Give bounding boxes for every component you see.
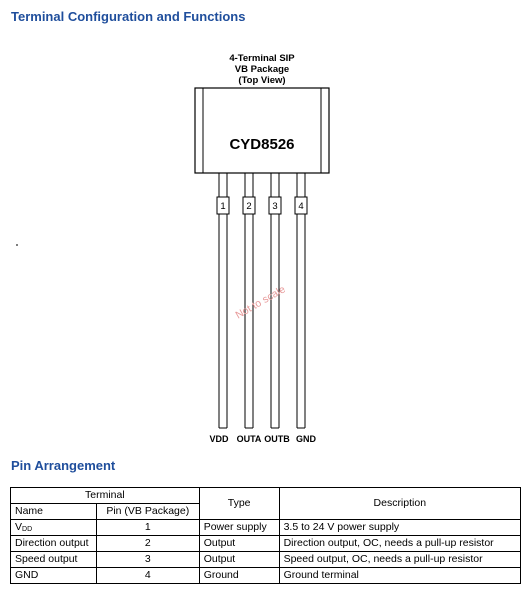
cell-name-subscript: DD: [22, 526, 33, 533]
pin-number-4: 4: [298, 201, 303, 212]
cell-pin: 1: [95, 519, 200, 536]
cell-description: Ground terminal: [278, 567, 522, 584]
table-row: GND 4 Ground Ground terminal: [10, 567, 522, 584]
table-row: Speed output 3 Output Speed output, OC, …: [10, 551, 522, 568]
stray-dot: [16, 244, 18, 246]
cell-type: Output: [198, 535, 280, 552]
cell-name: GND: [10, 567, 97, 584]
pin-number-1: 1: [220, 201, 225, 212]
chip-body: [194, 87, 330, 174]
pin-name-4: GND: [296, 434, 317, 444]
cell-type: Power supply: [198, 519, 280, 536]
cell-type: Output: [198, 551, 280, 568]
package-caption-line3: (Top View): [238, 75, 285, 86]
chip-name: CYD8526: [229, 136, 294, 153]
cell-name: VDD: [10, 519, 97, 536]
header-type: Type: [198, 487, 280, 520]
cell-type: Ground: [198, 567, 280, 584]
cell-pin: 3: [95, 551, 200, 568]
table-row: VDD 1 Power supply 3.5 to 24 V power sup…: [10, 519, 522, 536]
pin-name-1: VDD: [209, 434, 229, 444]
cell-description: Speed output, OC, needs a pull-up resist…: [278, 551, 522, 568]
not-to-scale-watermark: Not to scale: [233, 283, 287, 321]
table-header-row: Terminal Type Description: [10, 487, 522, 520]
header-description: Description: [278, 487, 522, 520]
cell-name: Direction output: [10, 535, 97, 552]
package-caption-line1: 4-Terminal SIP: [229, 53, 295, 64]
pin-lead-2: [242, 173, 256, 429]
pin-lead-3: [268, 173, 282, 429]
cell-description: Direction output, OC, needs a pull-up re…: [278, 535, 522, 552]
section-heading-terminal-config: Terminal Configuration and Functions: [11, 9, 246, 24]
table-row: Direction output 2 Output Direction outp…: [10, 535, 522, 552]
pin-name-2: OUTA: [237, 434, 262, 444]
package-caption-line2: VB Package: [235, 64, 289, 75]
header-pin: Pin (VB Package): [95, 503, 200, 520]
header-terminal: Terminal: [10, 487, 200, 504]
package-diagram: 4-Terminal SIP VB Package (Top View) CYD…: [194, 53, 330, 444]
cell-name-text: V: [15, 521, 23, 533]
pin-number-3: 3: [272, 201, 277, 212]
pin-lead-4: [294, 173, 308, 429]
cell-description: 3.5 to 24 V power supply: [278, 519, 522, 536]
pin-lead-1: [216, 173, 230, 429]
cell-pin: 4: [95, 567, 200, 584]
section-heading-pin-arrangement: Pin Arrangement: [11, 458, 116, 473]
pin-arrangement-table: Terminal Type Description Name Pin (VB P…: [10, 487, 522, 584]
cell-pin: 2: [95, 535, 200, 552]
pin-number-2: 2: [246, 201, 251, 212]
header-name: Name: [10, 503, 97, 520]
pin-name-3: OUTB: [264, 434, 290, 444]
cell-name: Speed output: [10, 551, 97, 568]
